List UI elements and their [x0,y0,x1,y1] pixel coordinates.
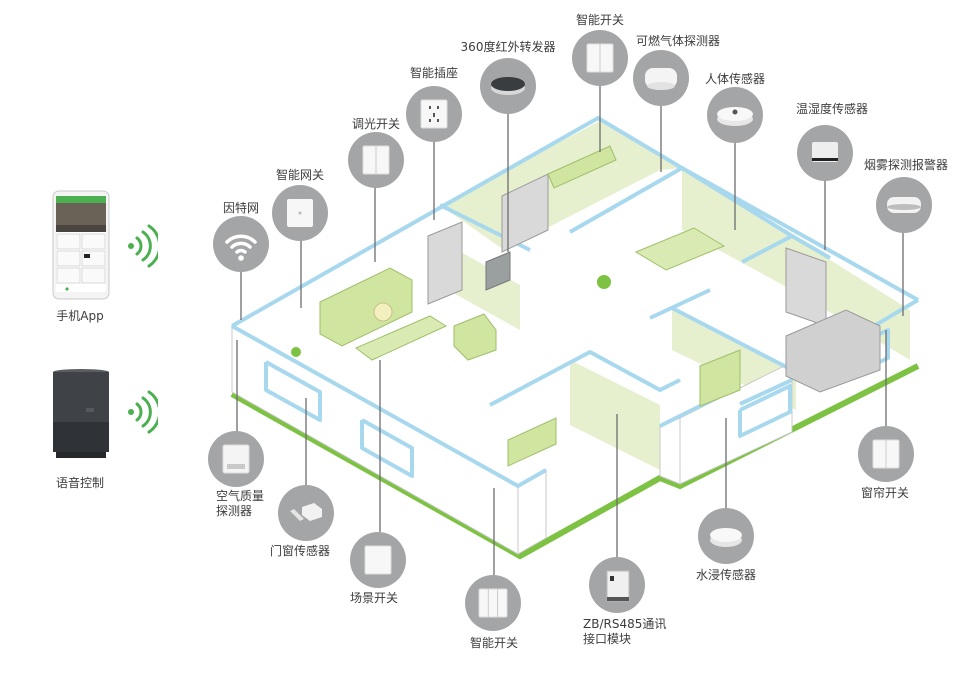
back-wall-right [682,168,792,290]
tv [485,251,511,291]
plant [291,347,301,357]
kitchen-counter [547,145,617,189]
device-label-temp-humidity-sensor: 温湿度传感器 [796,102,869,116]
smart-socket-device [406,86,462,142]
device-label-smart-gateway: 智能网关 [275,168,325,182]
two-gang-switch-icon [586,43,614,73]
gas-detector-device [633,50,689,106]
smartphone-icon [52,190,110,300]
smart-speaker-icon [53,369,109,458]
device-label-smart-socket: 智能插座 [409,66,459,80]
furniture [291,145,881,467]
leader-lines [236,86,904,576]
bed [785,309,881,393]
internet-device [213,216,269,272]
device-label-scene-switch: 场景开关 [349,591,399,605]
gateway-icon [287,199,313,227]
dining-table [634,227,726,271]
ir-blaster-device [480,58,536,114]
device-label-zb-rs485-module: ZB/RS485通讯 接口模块 [583,617,667,646]
gas-detector-icon [645,68,677,90]
device-label-smart-switch-bottom: 智能开关 [469,636,519,650]
temp-humidity-sensor-device [797,125,853,181]
curtain-switch-device [858,426,914,482]
smart-gateway-device [272,185,328,241]
air-quality-detector-device [208,431,264,487]
device-label-smart-switch-top: 智能开关 [575,13,625,27]
smart-switch-bottom-device [465,575,521,631]
mobile-app-label: 手机App [56,309,104,323]
fridge [785,247,827,327]
dimmer-switch-device [348,132,404,188]
water-leak-sensor-device [698,508,754,564]
motion-sensor-device [707,87,763,143]
scene-switch-icon [364,545,392,575]
voice-control-label: 语音控制 [55,476,105,490]
power-socket-icon [420,99,448,129]
device-label-internet: 因特网 [222,201,260,215]
device-label-door-window-sensor: 门窗传感器 [269,544,331,558]
wifi-icon [225,234,257,261]
din-module-icon [606,570,630,602]
device-label-dimmer-switch: 调光开关 [351,117,401,131]
armchair [453,313,497,361]
air-quality-icon [222,444,250,474]
device-label-gas-detector: 可燃气体探测器 [636,34,721,48]
water-sensor-icon [710,528,742,547]
motion-sensor-icon [717,107,753,126]
floor-lamp-shade [373,302,393,322]
device-label-ir-blaster: 360度红外转发器 [460,40,556,54]
device-label-water-leak-sensor: 水浸传感器 [695,568,757,582]
temp-humidity-sensor-icon [812,142,838,162]
wall-outlines [231,116,920,488]
two-gang-switch-icon [362,145,390,175]
wireless-signal-icon [128,390,158,434]
device-label-air-quality-detector: 空气质量 探测器 [216,489,265,518]
smoke-alarm-device [876,177,932,233]
scene-switch-device [350,532,406,588]
zb-rs485-module-device [589,557,645,613]
coffee-table [355,315,448,361]
wardrobe-living [427,221,463,305]
smoke-alarm-icon [887,197,921,213]
laundry-wall [570,360,660,470]
sofa [319,267,413,347]
ir-blaster-icon [491,77,525,95]
smart-switch-top-device [572,30,628,86]
laundry-cabinet [507,417,557,467]
bathroom-vanity [699,349,741,407]
three-gang-switch-icon [478,588,508,618]
device-label-curtain-switch: 窗帘开关 [860,486,910,500]
device-label-motion-sensor: 人体传感器 [704,72,766,86]
kitchen-cabinet [501,173,549,253]
door-sensor-icon [290,503,322,521]
two-gang-switch-icon [872,439,900,469]
plant [597,275,611,289]
wireless-signal-icon [128,224,158,268]
device-label-smoke-alarm: 烟雾探测报警器 [864,158,949,172]
door-window-sensor-device [278,485,334,541]
